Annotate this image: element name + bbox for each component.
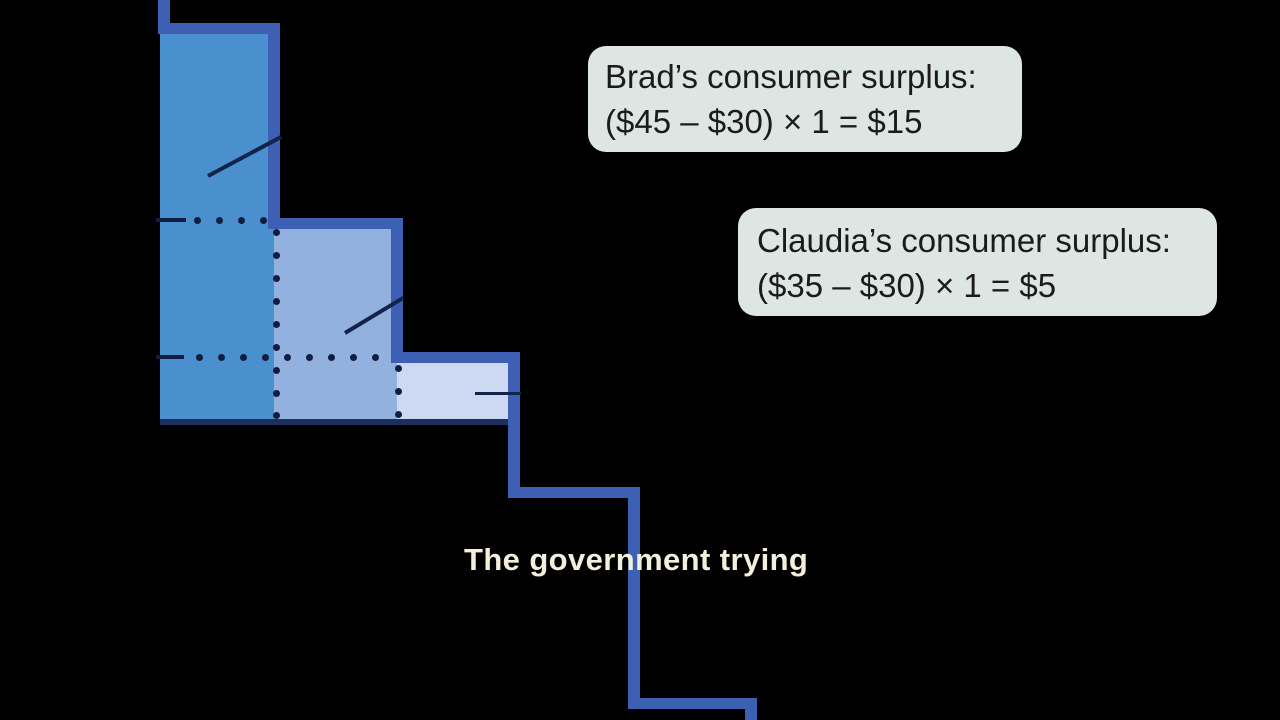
dotted-line-dot-v_qty_2 <box>394 364 402 372</box>
leader-line-3 <box>475 391 521 395</box>
dotted-line-dot-v_qty_1 <box>272 411 280 419</box>
dotted-line-dot-h_level_45 <box>259 216 267 224</box>
brad-surplus-formula: ($45 – $30) × 1 = $15 <box>605 103 923 140</box>
demand-curve-segment-7 <box>508 352 520 498</box>
demand-curve-segment-10 <box>628 698 757 709</box>
dotted-line-dot-h_level_35 <box>305 353 313 361</box>
dotted-line-dot-v_qty_2 <box>394 410 402 418</box>
demand-curve-segment-8 <box>508 487 640 498</box>
price-tick-solid-2 <box>156 355 184 359</box>
demand-curve-segment-5 <box>391 218 403 363</box>
dotted-line-dot-v_qty_1 <box>272 366 280 374</box>
price-line-edge <box>160 419 514 425</box>
dotted-line-dot-h_level_35 <box>195 353 203 361</box>
dotted-line-dot-h_level_35 <box>349 353 357 361</box>
dotted-line-dot-h_level_45 <box>193 216 201 224</box>
dotted-line-dot-v_qty_1 <box>272 320 280 328</box>
dotted-line-dot-v_qty_1 <box>272 274 280 282</box>
dotted-line-dot-h_level_35 <box>217 353 225 361</box>
dotted-line-dot-v_qty_1 <box>272 297 280 305</box>
surplus-rect-2 <box>274 223 397 422</box>
demand-curve-segment-4 <box>268 218 403 229</box>
demand-curve-segment-6 <box>391 352 520 363</box>
price-tick-solid-1 <box>156 218 186 222</box>
claudia-surplus-label: Claudia’s consumer surplus: <box>757 222 1171 259</box>
dotted-line-dot-h_level_35 <box>327 353 335 361</box>
dotted-line-dot-h_level_35 <box>239 353 247 361</box>
brad-surplus-callout: Brad’s consumer surplus: ($45 – $30) × 1… <box>588 46 1022 152</box>
dotted-line-dot-v_qty_2 <box>394 387 402 395</box>
claudia-surplus-callout: Claudia’s consumer surplus: ($35 – $30) … <box>738 208 1217 316</box>
dotted-line-dot-h_level_35 <box>283 353 291 361</box>
dotted-line-dot-v_qty_1 <box>272 228 280 236</box>
dotted-line-dot-h_level_35 <box>371 353 379 361</box>
claudia-surplus-formula: ($35 – $30) × 1 = $5 <box>757 267 1057 304</box>
caption-text: The government trying <box>464 542 809 577</box>
surplus-rect-1 <box>160 28 274 422</box>
demand-curve-segment-3 <box>268 23 280 229</box>
dotted-line-dot-v_qty_1 <box>272 251 280 259</box>
brad-surplus-label: Brad’s consumer surplus: <box>605 58 977 95</box>
demand-curve-segment-2 <box>158 23 280 34</box>
demand-curve-segment-11 <box>745 698 757 720</box>
dotted-line-dot-h_level_45 <box>215 216 223 224</box>
dotted-line-dot-h_level_45 <box>237 216 245 224</box>
dotted-line-dot-h_level_35 <box>261 353 269 361</box>
dotted-line-dot-v_qty_1 <box>272 389 280 397</box>
surplus-rect-3 <box>397 357 514 422</box>
dotted-line-dot-v_qty_1 <box>272 343 280 351</box>
demand-curve-segment-9 <box>628 487 640 709</box>
